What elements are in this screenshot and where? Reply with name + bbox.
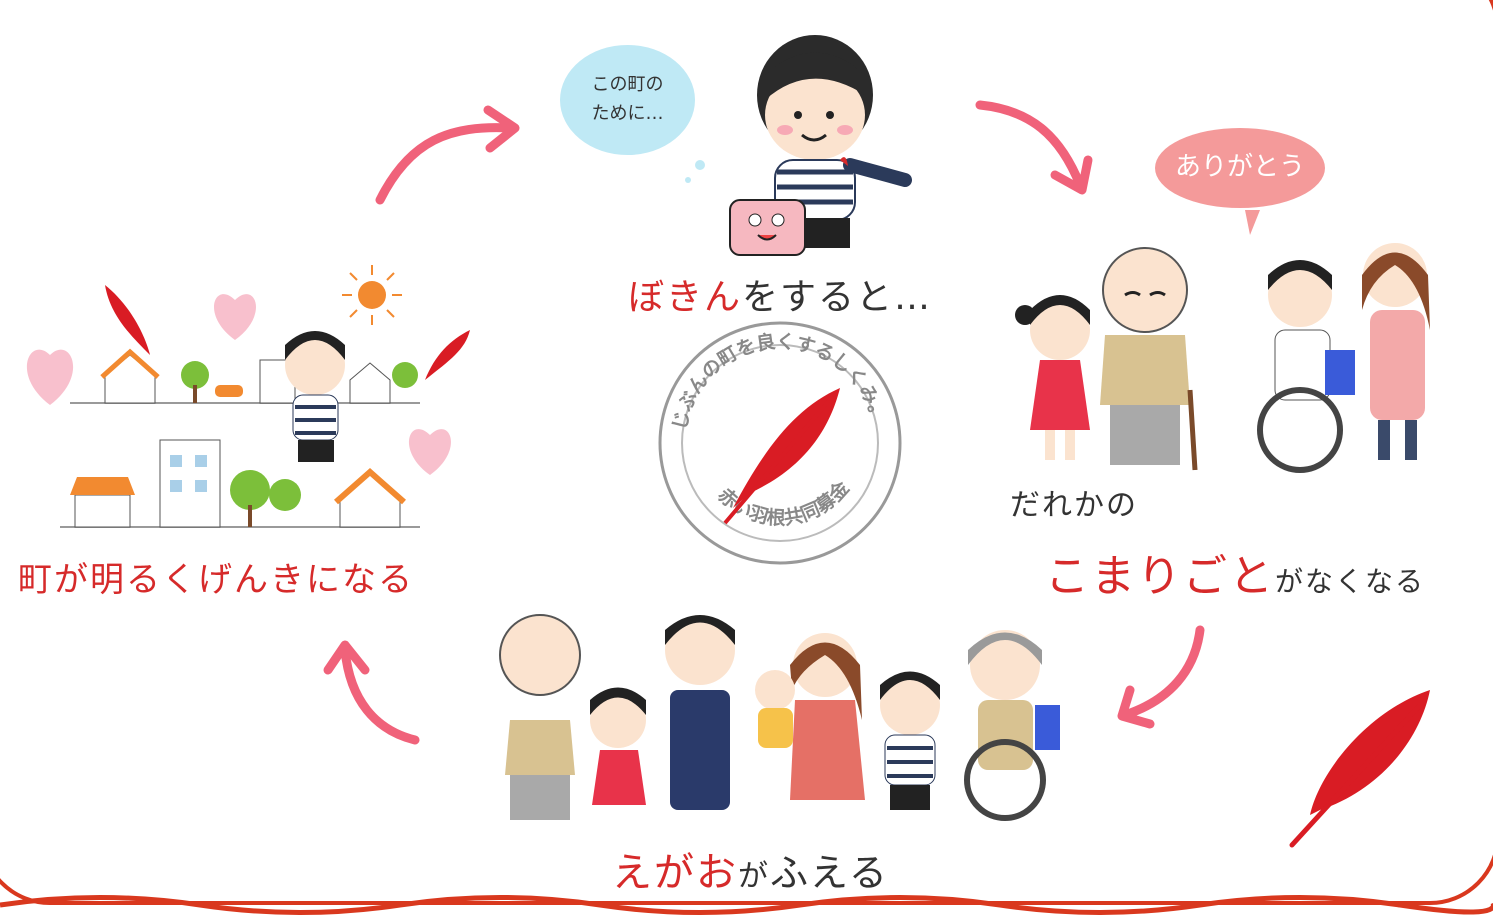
label-town-bright: 町が明るくげんきになる	[18, 560, 414, 600]
bright-town-illustration	[26, 265, 470, 528]
helping-elderly-illustration	[1015, 210, 1430, 473]
label-troubles-rest: がなくなる	[1275, 565, 1426, 598]
arrow-top-to-right	[975, 100, 1093, 195]
label-donate-highlight: ぼきん	[628, 277, 743, 318]
label-troubles-gone: こまりごとがなくなる	[1045, 540, 1425, 604]
bubble-top-line2: ために…	[591, 103, 664, 124]
speech-bubble-right: ありがとう	[1155, 128, 1325, 208]
label-smiles-part3: ふえる	[770, 851, 889, 895]
label-donate-rest: をすると…	[742, 277, 933, 318]
label-smiles-increase: えがおがふえる	[612, 840, 889, 898]
speech-bubble-top: この町の ために…	[560, 45, 695, 155]
label-donate: ぼきんをすると…	[628, 268, 932, 320]
label-troubles-highlight: こまりごと	[1045, 551, 1275, 602]
arrow-bottom-to-left	[323, 640, 420, 745]
smiling-people-illustration	[499, 614, 1060, 821]
label-smiles-part1: えがお	[612, 850, 738, 896]
red-feather-emblem: じぶんの町を良くするしくみ。 赤い羽根共同募金	[658, 321, 902, 565]
arrow-left-to-top	[375, 105, 520, 205]
label-smiles-part2: が	[738, 859, 770, 894]
bottom-wave-border	[0, 895, 1493, 915]
bubble-right-text: ありがとう	[1174, 152, 1305, 183]
bubble-top-line1: この町の	[591, 74, 664, 96]
big-red-feather-icon	[1289, 690, 1430, 848]
arrow-right-to-bottom	[1117, 625, 1205, 729]
boy-donating-illustration	[685, 35, 912, 256]
label-someone: だれかの	[1010, 488, 1138, 523]
